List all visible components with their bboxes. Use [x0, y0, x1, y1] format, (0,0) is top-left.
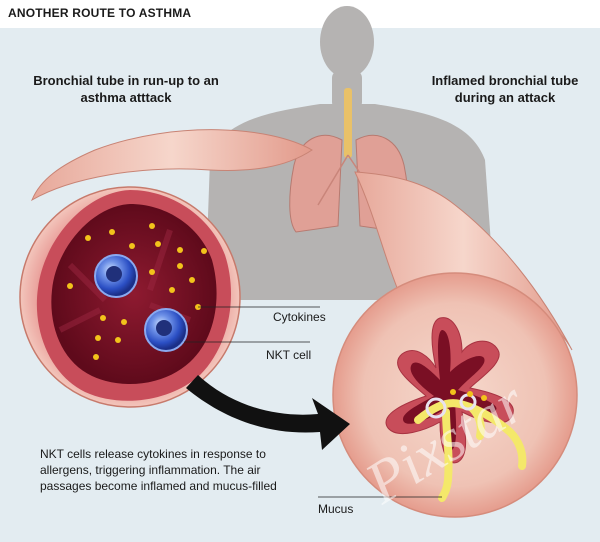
trachea — [344, 88, 352, 158]
nkt-cell-2 — [144, 308, 188, 352]
left-bronchial-tube — [19, 186, 241, 408]
right-zoom-cone — [354, 171, 573, 351]
airway-lumen — [402, 330, 497, 451]
page-title: ANOTHER ROUTE TO ASTHMA — [8, 6, 192, 20]
nkt-cell-label: NKT cell — [266, 348, 312, 362]
mucus-label: Mucus — [318, 502, 354, 516]
right-inflamed-tube — [332, 272, 578, 518]
title-bar — [0, 0, 600, 28]
left-zoom-cone — [30, 129, 313, 202]
cytokines-left — [67, 223, 207, 360]
cytokines-label: Cytokines — [273, 310, 326, 324]
transition-arrow — [186, 375, 350, 450]
caption-text: NKT cells release cytokines in response … — [40, 447, 277, 493]
nkt-cell-1 — [94, 254, 138, 298]
mucus — [414, 399, 527, 502]
right-panel-heading: Inflamed bronchial tube during an attack — [431, 73, 579, 105]
left-panel-heading: Bronchial tube in run-up to an asthma at… — [33, 73, 219, 105]
